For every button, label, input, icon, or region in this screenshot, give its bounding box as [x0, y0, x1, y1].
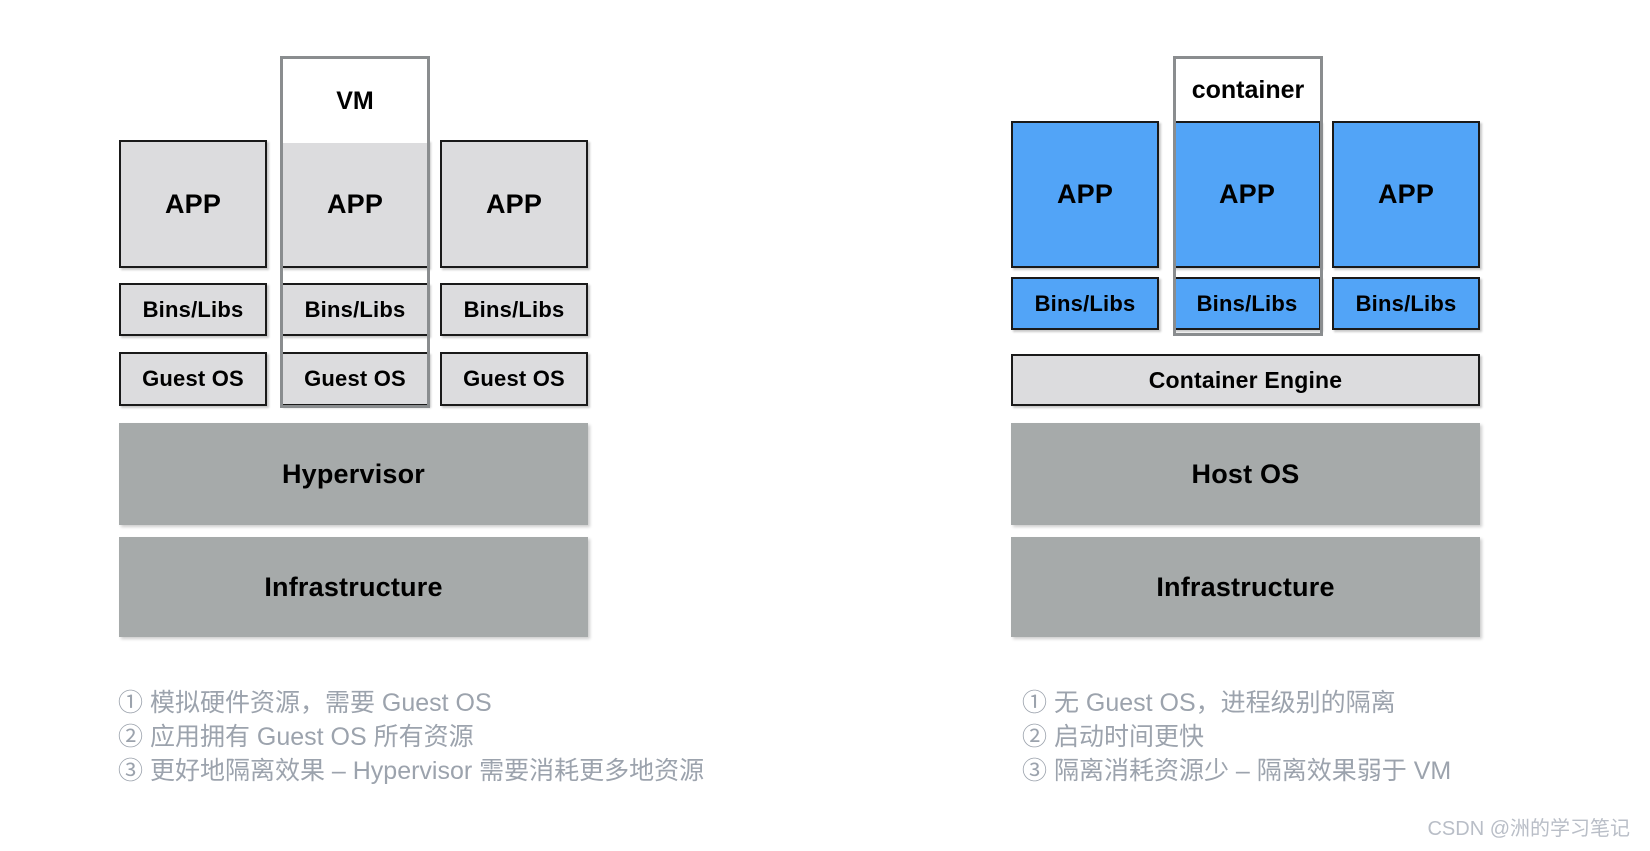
left-app-box-3: APP	[440, 140, 588, 268]
left-guest-os-box-3: Guest OS	[440, 352, 588, 406]
left-bins-libs-box-3: Bins/Libs	[440, 283, 588, 336]
right-bins-libs-box-3: Bins/Libs	[1332, 277, 1480, 330]
left-infrastructure-slab: Infrastructure	[119, 537, 588, 637]
right-app-box-1: APP	[1011, 121, 1159, 268]
left-notes: ① 模拟硬件资源，需要 Guest OS ② 应用拥有 Guest OS 所有资…	[118, 686, 704, 788]
container-highlight-label: container	[1176, 59, 1320, 121]
host-os-slab: Host OS	[1011, 423, 1480, 525]
left-bins-libs-box-2: Bins/Libs	[281, 283, 429, 336]
right-app-box-2: APP	[1173, 121, 1321, 268]
left-app-box-1: APP	[119, 140, 267, 268]
right-note-3: ③ 隔离消耗资源少 – 隔离效果弱于 VM	[1022, 757, 1452, 785]
left-bins-libs-box-1: Bins/Libs	[119, 283, 267, 336]
right-note-1: ① 无 Guest OS，进程级别的隔离	[1022, 689, 1396, 717]
right-notes: ① 无 Guest OS，进程级别的隔离 ② 启动时间更快 ③ 隔离消耗资源少 …	[1022, 686, 1451, 788]
right-note-2: ② 启动时间更快	[1022, 723, 1204, 751]
hypervisor-slab: Hypervisor	[119, 423, 588, 525]
container-engine-box: Container Engine	[1011, 354, 1480, 406]
left-note-3: ③ 更好地隔离效果 – Hypervisor 需要消耗更多地资源	[118, 757, 705, 785]
watermark: CSDN @洲的学习笔记	[1427, 818, 1630, 840]
right-bins-libs-box-1: Bins/Libs	[1011, 277, 1159, 330]
left-note-1: ① 模拟硬件资源，需要 Guest OS	[118, 689, 492, 717]
left-guest-os-box-2: Guest OS	[281, 352, 429, 406]
right-infrastructure-slab: Infrastructure	[1011, 537, 1480, 637]
left-guest-os-box-1: Guest OS	[119, 352, 267, 406]
right-bins-libs-box-2: Bins/Libs	[1173, 277, 1321, 330]
left-app-box-2: APP	[281, 140, 429, 268]
left-note-2: ② 应用拥有 Guest OS 所有资源	[118, 723, 474, 751]
vm-highlight-label: VM	[283, 59, 427, 143]
right-app-box-3: APP	[1332, 121, 1480, 268]
